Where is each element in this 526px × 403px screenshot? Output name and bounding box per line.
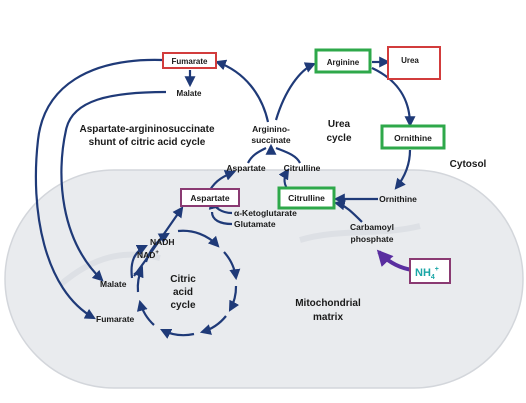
malate-cycle-label: Malate bbox=[100, 279, 127, 289]
ornithine-cytosol-label: Ornithine bbox=[394, 133, 432, 143]
citric-label-line3: cycle bbox=[170, 300, 195, 311]
argininosuccinate-label-line2: succinate bbox=[251, 135, 290, 145]
cytosol-label: Cytosol bbox=[450, 159, 487, 170]
glutamate-label: Glutamate bbox=[234, 219, 276, 229]
citrulline-cytosol-label: Citrulline bbox=[284, 163, 321, 173]
fumarate-top-box bbox=[162, 52, 217, 69]
urea-cycle-label-line2: cycle bbox=[326, 133, 351, 144]
mitochondrion-shape bbox=[4, 169, 524, 389]
nad-label: NAD+ bbox=[137, 250, 159, 260]
ornithine-box bbox=[380, 124, 446, 150]
alpha-ketoglutarate-label: α-Ketoglutarate bbox=[234, 208, 297, 218]
citric-acid-cycle-ring bbox=[133, 229, 241, 339]
aspartate-cytosol-label: Aspartate bbox=[226, 163, 265, 173]
argininosuccinate-label-line1: Arginino- bbox=[252, 124, 290, 134]
malate-top-label: Malate bbox=[177, 89, 202, 98]
arrow-malate-into-mitochondrion bbox=[60, 90, 167, 282]
fumarate-top-label: Fumarate bbox=[171, 57, 208, 66]
ornithine-mito-label: Ornithine bbox=[379, 194, 417, 204]
carbamoyl-label-line1: Carbamoyl bbox=[350, 222, 394, 232]
shunt-title-line2: shunt of citric acid cycle bbox=[89, 137, 206, 148]
arrow-nadh bbox=[130, 245, 148, 279]
arrow-nh4 bbox=[376, 249, 413, 272]
shunt-title-line1: Aspartate-argininosuccinate bbox=[79, 124, 214, 135]
aspartate-box-label: Aspartate bbox=[190, 193, 229, 203]
nh4-label: NH4+ bbox=[415, 266, 439, 281]
arrow-condense-lines bbox=[247, 146, 301, 164]
arrow-arginine-to-ornithine bbox=[371, 67, 416, 128]
arrow-ornithine-into-mitochondrion bbox=[394, 149, 412, 190]
arrow-argininosuccinate-to-fumarate bbox=[214, 59, 270, 123]
citric-label-line1: Citric bbox=[170, 274, 196, 285]
carbamoyl-label-line2: phosphate bbox=[351, 234, 394, 244]
arginine-label: Arginine bbox=[327, 58, 360, 67]
arrow-glutamate-branch bbox=[210, 211, 233, 226]
nh4-box bbox=[409, 258, 451, 284]
aspartate-box bbox=[180, 188, 240, 207]
urea-cycle-label-line1: Urea bbox=[328, 119, 351, 130]
citrulline-box-label: Citrulline bbox=[288, 193, 325, 203]
mitochondrial-matrix-line1: Mitochondrial bbox=[295, 298, 361, 309]
nadh-label: NADH bbox=[150, 237, 175, 247]
fumarate-cycle-label: Fumarate bbox=[96, 314, 135, 324]
arrow-fumarate-into-mitochondrion bbox=[34, 58, 163, 320]
urea-label: Urea bbox=[401, 56, 419, 65]
citric-label-line2: acid bbox=[173, 287, 193, 298]
arrow-argininosuccinate-to-arginine bbox=[274, 62, 317, 121]
arginine-box bbox=[314, 48, 372, 74]
arrow-carbamoyl-to-citrulline bbox=[333, 199, 363, 223]
mitochondrial-matrix-line2: matrix bbox=[313, 312, 343, 323]
citrulline-box bbox=[277, 186, 336, 210]
urea-box bbox=[387, 46, 441, 80]
arrow-aspartate-export bbox=[209, 170, 237, 191]
